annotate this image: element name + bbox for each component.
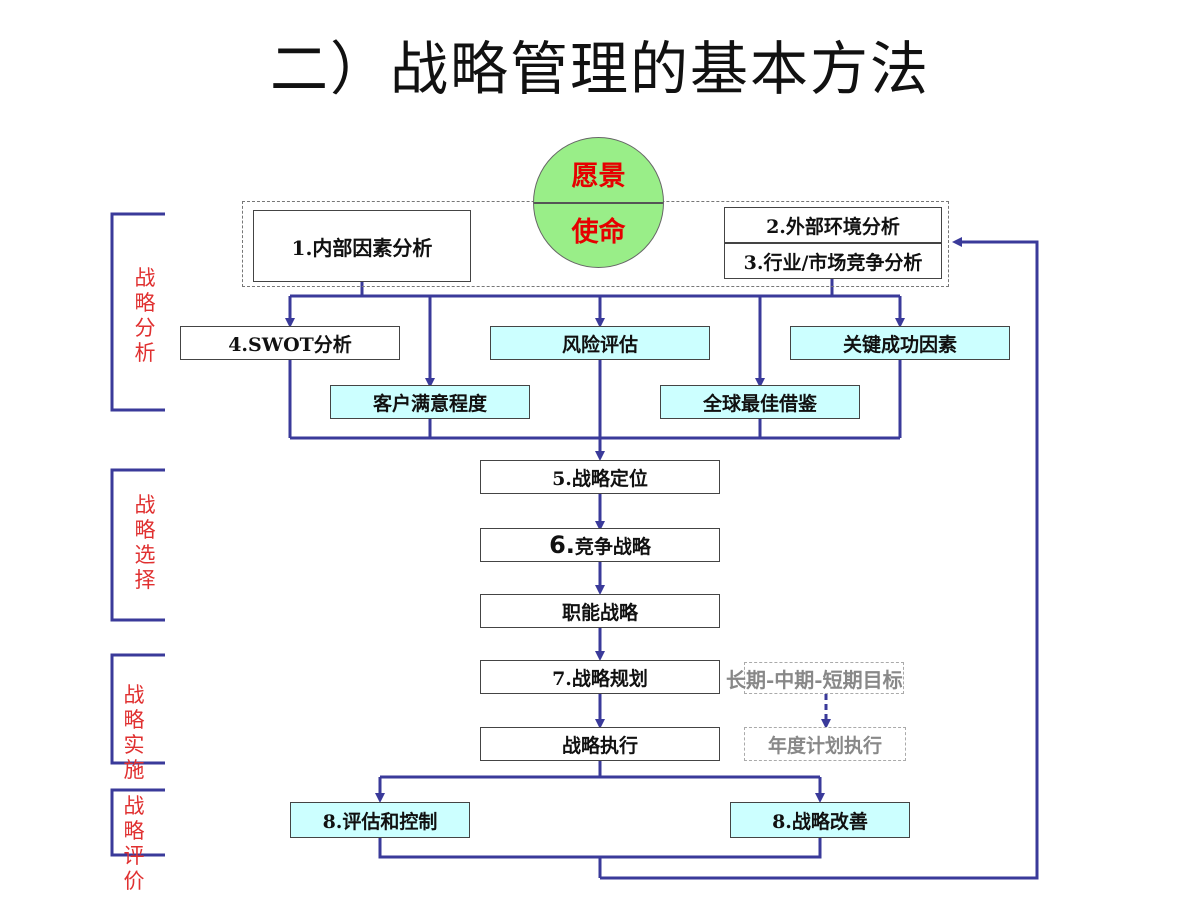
customer-satisfaction-box: 客户满意程度 [330, 385, 530, 419]
competitive-strategy-label: 竞争战略 [574, 535, 651, 558]
bracket-selection [110, 468, 165, 622]
global-benchmark-box: 全球最佳借鉴 [660, 385, 860, 419]
phase-label-evaluation: 战略评价 [123, 794, 145, 893]
phase-label-analysis: 战略分析 [134, 266, 156, 365]
key-success-factors-box: 关键成功因素 [790, 326, 1010, 360]
strategy-execution-box: 战略执行 [480, 727, 720, 761]
connector-improve-return [600, 838, 822, 859]
bracket-evaluation [110, 788, 165, 857]
evaluation-control-box: 8.评估和控制 [290, 802, 470, 838]
vision-label: 愿景 [571, 161, 626, 192]
industry-analysis-box: 3.行业/市场竞争分析 [724, 243, 942, 279]
swot-box: 4.SWOT分析 [180, 326, 400, 360]
vision-mission-circle: 愿景 使命 [533, 137, 664, 268]
mission-label: 使命 [571, 217, 626, 248]
bracket-implementation [110, 653, 165, 765]
goals-label: 长期-中期-短期目标 [726, 668, 903, 692]
competitive-strategy-number: 6. [549, 531, 575, 559]
phase-label-selection: 战略选择 [134, 493, 156, 592]
strategy-improvement-box: 8.战略改善 [730, 802, 910, 838]
connector-control-return [378, 838, 602, 878]
external-analysis-box: 2.外部环境分析 [724, 207, 942, 243]
page-title: 二）战略管理的基本方法 [269, 35, 930, 103]
risk-assessment-box: 风险评估 [490, 326, 710, 360]
competitive-strategy-box: 6.竞争战略 [480, 528, 720, 562]
annual-plan-box: 年度计划执行 [744, 727, 906, 761]
internal-analysis-box: 1.内部因素分析 [253, 210, 471, 282]
bracket-analysis [110, 212, 165, 412]
strategic-planning-box: 7.战略规划 [480, 660, 720, 694]
functional-strategy-box: 职能战略 [480, 594, 720, 628]
phase-label-implementation: 战略实施 [123, 683, 145, 782]
vision-divider [534, 202, 663, 204]
strategic-positioning-box: 5.战略定位 [480, 460, 720, 494]
goals-box [744, 662, 904, 694]
feedback-loop-arrow [600, 237, 1039, 880]
